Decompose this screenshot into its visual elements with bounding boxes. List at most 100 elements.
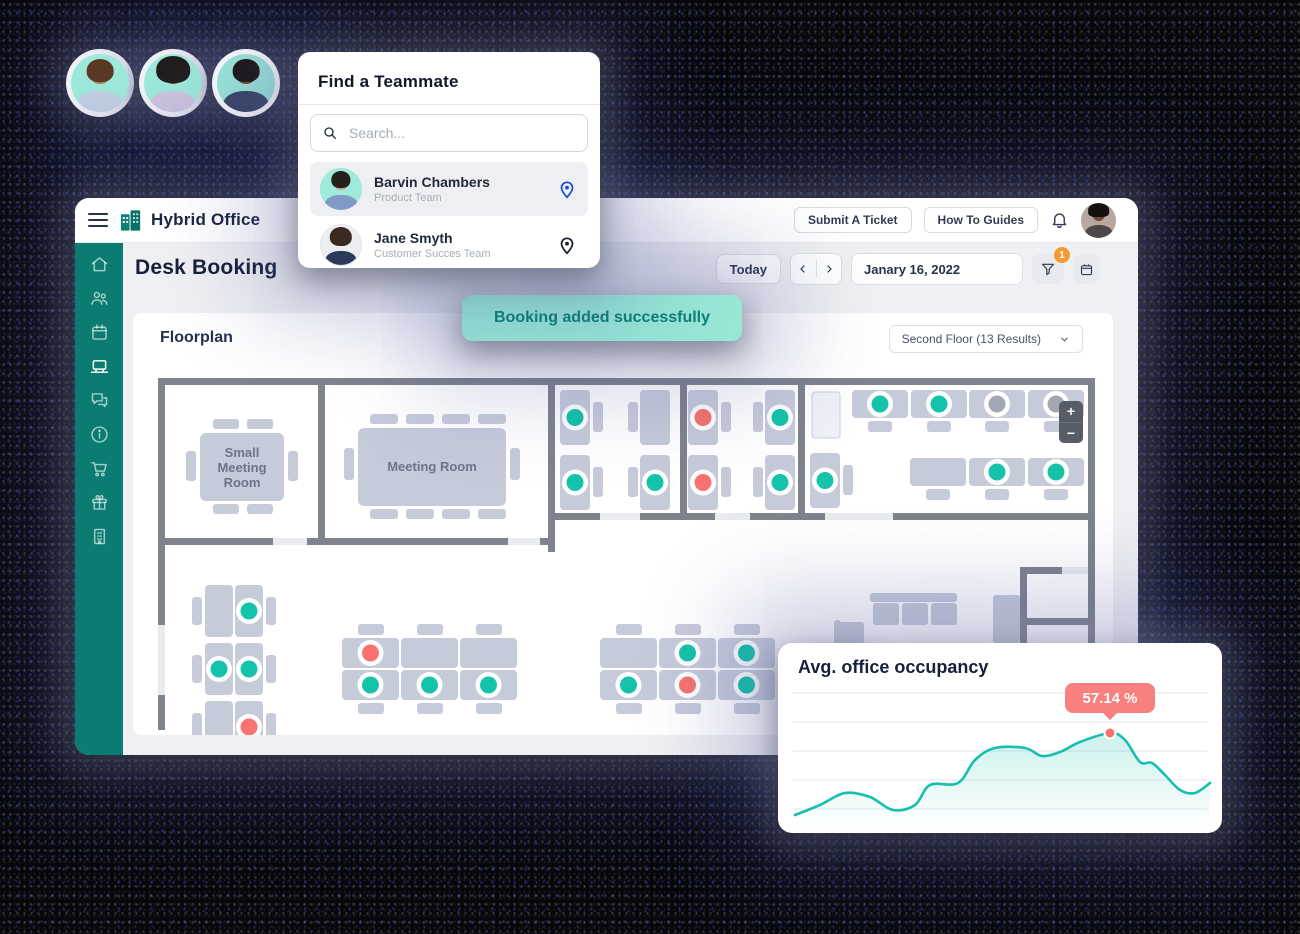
desk[interactable] (640, 390, 670, 445)
desk-status-teal-dot[interactable] (566, 409, 584, 426)
sidebar-item-chat-icon[interactable] (89, 390, 110, 411)
chair (358, 703, 384, 714)
desk-status-teal-dot[interactable] (738, 676, 755, 694)
cabinet (993, 595, 1020, 643)
location-pin-icon[interactable] (556, 178, 578, 200)
floor-select[interactable]: Second Floor (13 Results) (888, 325, 1083, 353)
desk-status-teal-dot[interactable] (362, 676, 379, 694)
chair (926, 489, 950, 500)
desk-status-teal-dot[interactable] (930, 395, 948, 413)
chart-title: Avg. office occupancy (798, 657, 989, 677)
avatar (212, 49, 280, 117)
chair (675, 624, 701, 635)
submit-ticket-button[interactable]: Submit A Ticket (793, 207, 912, 233)
date-pager (790, 253, 842, 285)
sidebar-item-cart-icon[interactable] (89, 458, 110, 479)
teammate-search-box[interactable] (310, 114, 588, 152)
desk[interactable] (205, 585, 233, 637)
how-to-guides-button[interactable]: How To Guides (923, 207, 1038, 233)
desk-status-teal-dot[interactable] (421, 676, 438, 694)
next-day-button[interactable] (817, 254, 842, 284)
chair (476, 624, 502, 635)
sidebar-item-gift-icon[interactable] (89, 492, 110, 513)
teammate-row[interactable]: Barvin Chambers Product Team (310, 162, 588, 216)
avatar (139, 49, 207, 117)
wall (307, 538, 508, 545)
desk[interactable] (460, 638, 517, 668)
meeting-table[interactable] (358, 428, 506, 506)
desk[interactable] (205, 701, 233, 735)
chair (266, 713, 276, 735)
desk-status-teal-dot[interactable] (988, 463, 1006, 481)
wall (540, 538, 555, 545)
app-header: Hybrid Office Submit A Ticket How To Gui… (75, 198, 1138, 243)
chair (247, 504, 273, 514)
filter-button[interactable]: 1 (1032, 247, 1070, 284)
sidebar-item-calendar-icon[interactable] (89, 322, 110, 343)
calendar-button[interactable] (1073, 254, 1100, 284)
door-gap (715, 513, 750, 520)
chair (927, 421, 951, 432)
chair (985, 489, 1009, 500)
desk-status-red-dot[interactable] (362, 644, 379, 662)
desk-status-teal-dot[interactable] (646, 474, 664, 491)
desk-status-teal-dot[interactable] (771, 409, 789, 426)
meeting-table[interactable] (200, 433, 284, 501)
location-pin-icon[interactable] (556, 234, 578, 256)
wall (680, 378, 687, 520)
sidebar-item-home-icon[interactable] (89, 254, 110, 275)
desk[interactable] (910, 458, 966, 486)
desk-status-teal-dot[interactable] (620, 676, 637, 694)
wall (548, 378, 555, 552)
today-button[interactable]: Today (715, 254, 781, 284)
chair (478, 509, 506, 519)
teammate-search-input[interactable] (347, 124, 576, 142)
zoom-in-button[interactable]: + (1059, 401, 1083, 423)
desk-status-red-dot[interactable] (679, 676, 696, 694)
desk-status-teal-dot[interactable] (566, 474, 584, 491)
desk-status-teal-dot[interactable] (240, 602, 258, 620)
chair (358, 624, 384, 635)
desk-status-gray-dot[interactable] (988, 395, 1006, 413)
chart-highlight-dot[interactable] (1103, 726, 1117, 740)
desk-status-teal-dot[interactable] (1047, 463, 1065, 481)
desk-status-teal-dot[interactable] (771, 474, 789, 491)
sidebar-item-info-icon[interactable] (89, 424, 110, 445)
desk[interactable] (401, 638, 458, 668)
chair (417, 624, 443, 635)
wall (1020, 567, 1027, 690)
desk-status-teal-dot[interactable] (679, 644, 696, 662)
hamburger-menu-icon[interactable] (88, 209, 108, 231)
sidebar-item-team-icon[interactable] (89, 288, 110, 309)
user-avatar[interactable] (1081, 202, 1116, 238)
teammate-photo-3 (217, 54, 275, 112)
page-title: Desk Booking (135, 256, 278, 279)
chair (593, 402, 603, 432)
app-title: Hybrid Office (151, 210, 261, 229)
prev-day-button[interactable] (791, 254, 816, 284)
app-logo: Hybrid Office (119, 208, 260, 232)
teammate-row[interactable]: Jane Smyth Customer Succes Team (310, 218, 588, 272)
desk-status-red-dot[interactable] (694, 409, 712, 426)
desk-status-teal-dot[interactable] (738, 644, 755, 662)
desk-status-teal-dot[interactable] (871, 395, 889, 413)
desk-status-teal-dot[interactable] (480, 676, 497, 694)
date-field[interactable]: Janary 16, 2022 (851, 253, 1023, 285)
zoom-out-button[interactable]: − (1066, 424, 1076, 441)
find-teammate-title: Find a Teammate (318, 72, 459, 91)
door-gap (1062, 567, 1088, 574)
chair (370, 509, 398, 519)
sidebar-item-building-icon[interactable] (89, 526, 110, 547)
sidebar-item-desk-icon[interactable] (89, 356, 110, 377)
desk-status-red-dot[interactable] (694, 474, 712, 491)
teammate-team: Product Team (374, 192, 442, 204)
bell-icon[interactable] (1050, 210, 1069, 230)
desk-status-teal-dot[interactable] (210, 660, 228, 678)
chair (1044, 489, 1068, 500)
teammate-avatar (320, 224, 362, 266)
desk-status-red-dot[interactable] (240, 718, 258, 736)
desk-status-teal-dot[interactable] (240, 660, 258, 678)
desk-status-teal-dot[interactable] (816, 472, 834, 489)
desk[interactable] (600, 638, 657, 668)
